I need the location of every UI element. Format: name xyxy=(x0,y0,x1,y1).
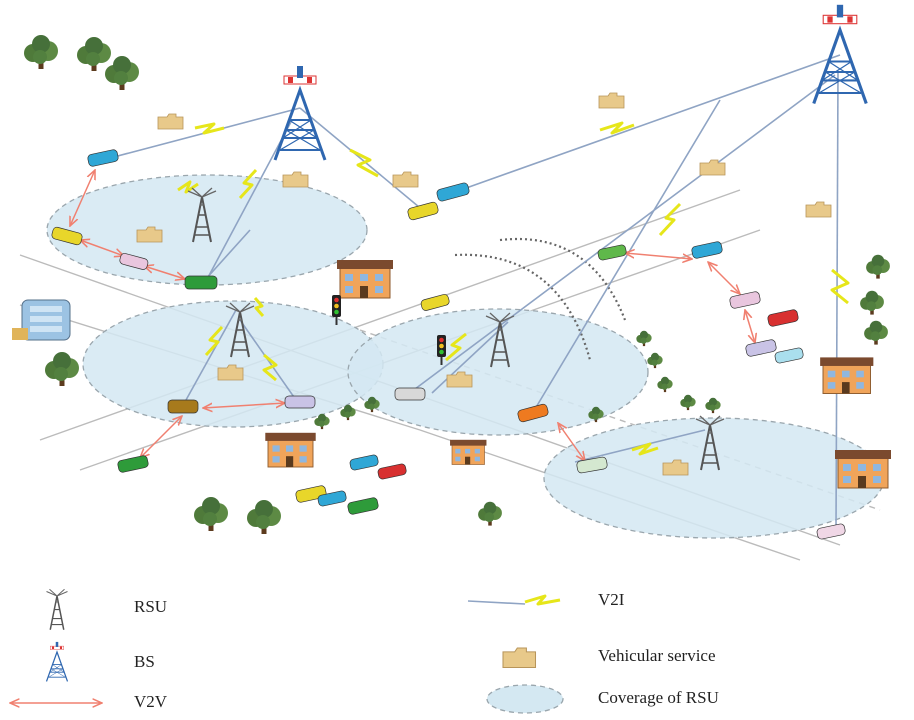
legend-vehicular-service-icon xyxy=(502,647,537,669)
coverage-ellipse-2 xyxy=(82,300,384,428)
overpass-arcs xyxy=(454,237,627,361)
car-icon xyxy=(517,403,549,423)
bs-tower-icon xyxy=(812,3,868,106)
building-icon xyxy=(819,356,874,394)
v2i-links xyxy=(109,54,850,529)
car-icon xyxy=(347,497,379,515)
tree-icon xyxy=(77,37,111,71)
legend-icons xyxy=(10,588,564,714)
legend-rsu-icon xyxy=(45,588,69,631)
legend-bs-icon xyxy=(45,641,69,683)
legend-coverage-label: Coverage of RSU xyxy=(598,688,719,707)
building-icon xyxy=(834,449,892,489)
tree-icon xyxy=(45,352,79,386)
car-icon xyxy=(691,241,723,259)
legend-coverage-icon xyxy=(486,684,564,714)
car-icon xyxy=(774,347,804,364)
tree-icon xyxy=(860,290,884,315)
car-icon xyxy=(167,399,199,414)
car-icon xyxy=(317,490,347,507)
car-icon xyxy=(377,463,407,480)
car-icon xyxy=(349,454,379,471)
legend-rsu-label: RSU xyxy=(134,597,168,616)
car-icon xyxy=(407,201,439,221)
v2v-links xyxy=(70,170,755,461)
car-icon xyxy=(87,149,119,167)
car-icon xyxy=(729,291,761,309)
building-icon xyxy=(264,432,317,468)
car-icon xyxy=(576,456,608,474)
car-icon xyxy=(816,523,846,540)
tree-icon xyxy=(24,35,58,69)
tree-icon xyxy=(705,397,721,414)
rsu-coverage-areas xyxy=(46,174,885,539)
tree-icon xyxy=(657,376,673,393)
car-icon xyxy=(420,294,450,311)
legend-vehicular-service-label: Vehicular service xyxy=(598,646,716,665)
tree-icon xyxy=(864,320,888,345)
tree-icon xyxy=(866,254,890,279)
car-icon xyxy=(767,309,799,327)
tree-icon xyxy=(636,330,652,347)
legend-bs-label: BS xyxy=(134,652,155,671)
tree-icon xyxy=(105,56,139,90)
car-icon xyxy=(184,275,218,290)
tree-icon xyxy=(647,352,663,369)
building-icon xyxy=(336,259,394,299)
tree-icon xyxy=(478,501,502,526)
car-icon xyxy=(597,244,627,261)
car-icon xyxy=(394,387,426,401)
tree-icon xyxy=(194,497,228,531)
car-icon xyxy=(117,455,149,473)
tree-icon xyxy=(247,500,281,534)
legend-v2i-label: V2I xyxy=(598,590,625,609)
car-icon xyxy=(284,395,316,409)
car-icon xyxy=(119,253,149,270)
tree-icon xyxy=(340,404,356,421)
building-icon xyxy=(449,439,487,465)
legend-v2i-icon xyxy=(467,594,561,606)
car-icon xyxy=(745,339,777,357)
car-icon xyxy=(51,226,83,246)
legend-v2v-label: V2V xyxy=(134,692,168,711)
coverage-ellipse-4 xyxy=(543,417,885,539)
office-building-icon xyxy=(12,299,71,341)
coverage-ellipse-1 xyxy=(46,174,368,286)
vehicles xyxy=(51,149,846,540)
tree-icon xyxy=(680,394,696,411)
coverage-ellipse-3 xyxy=(347,308,649,436)
car-icon xyxy=(436,182,470,202)
